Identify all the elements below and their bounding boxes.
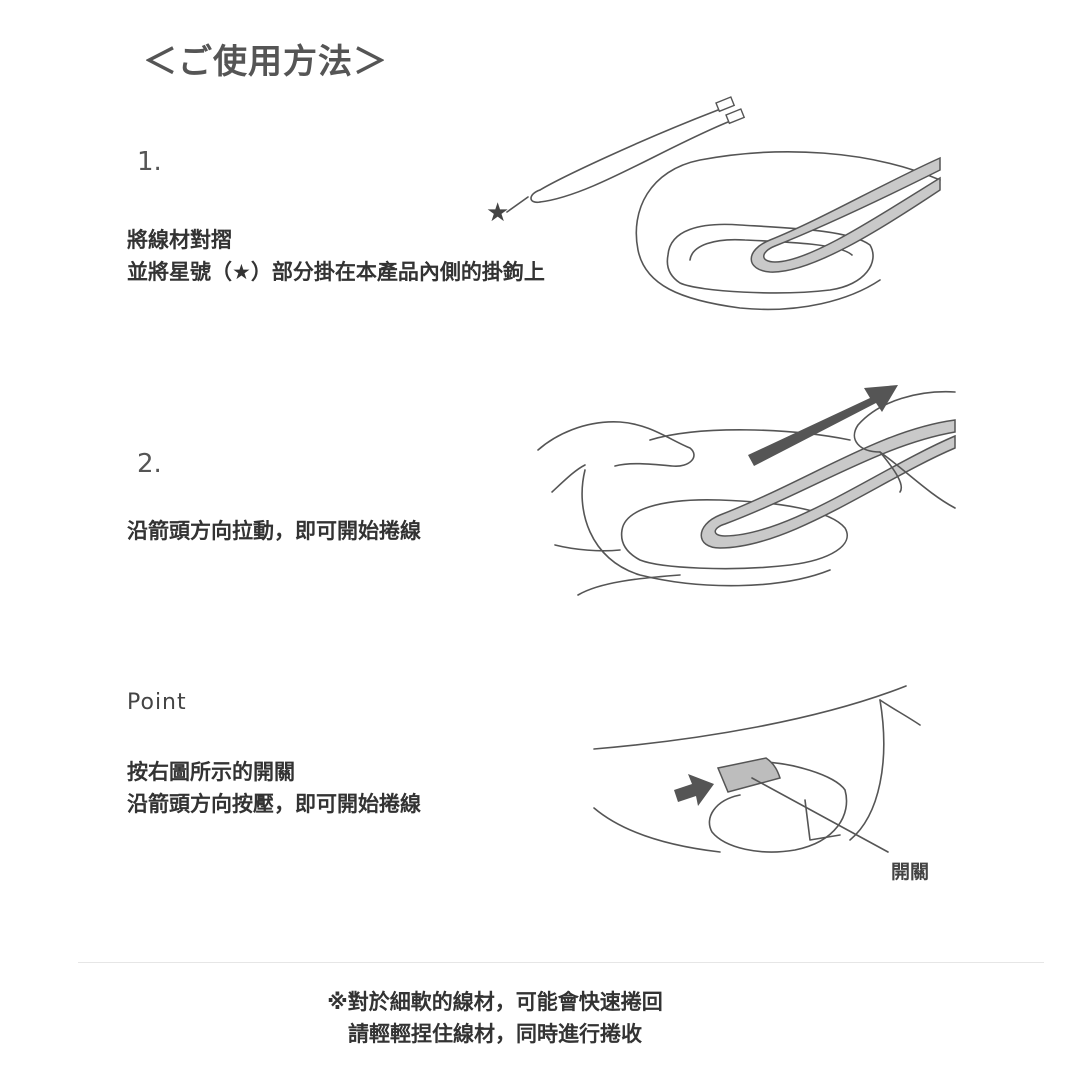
step-2-number: 2. [137, 449, 162, 479]
step-1-number: 1. [137, 147, 162, 177]
step-2-line-1: 沿箭頭方向拉動，即可開始捲線 [127, 519, 421, 543]
press-arrow-icon [674, 774, 714, 806]
switch-label: 開關 [891, 861, 930, 883]
step-1-line-1: 將線材對摺 [127, 228, 232, 252]
step-1-line-2: 並將星號（★）部分掛在本產品內側的掛鉤上 [127, 260, 545, 284]
note-line-1: ※對於細軟的線材，可能會快速捲回 [327, 990, 663, 1014]
divider [78, 962, 1044, 963]
folded-cable [506, 96, 746, 213]
point-text: 按右圖所示的開關 沿箭頭方向按壓，即可開始捲線 [127, 756, 421, 820]
point-line-2: 沿箭頭方向按壓，即可開始捲線 [127, 792, 421, 816]
step-1-text: 將線材對摺 並將星號（★）部分掛在本產品內側的掛鉤上 [127, 224, 545, 288]
pull-arrow-icon [748, 385, 898, 466]
note: ※對於細軟的線材，可能會快速捲回 請輕輕捏住線材，同時進行捲收 [0, 986, 990, 1050]
note-line-2: 請輕輕捏住線材，同時進行捲收 [348, 1022, 642, 1046]
point-heading: Point [127, 690, 187, 715]
step-2-text: 沿箭頭方向拉動，即可開始捲線 [127, 515, 421, 547]
switch-button-shape [716, 757, 781, 793]
page-title: ＜ご使用方法＞ [143, 42, 388, 82]
point-line-1: 按右圖所示的開關 [127, 760, 295, 784]
star-icon: ★ [486, 198, 510, 228]
